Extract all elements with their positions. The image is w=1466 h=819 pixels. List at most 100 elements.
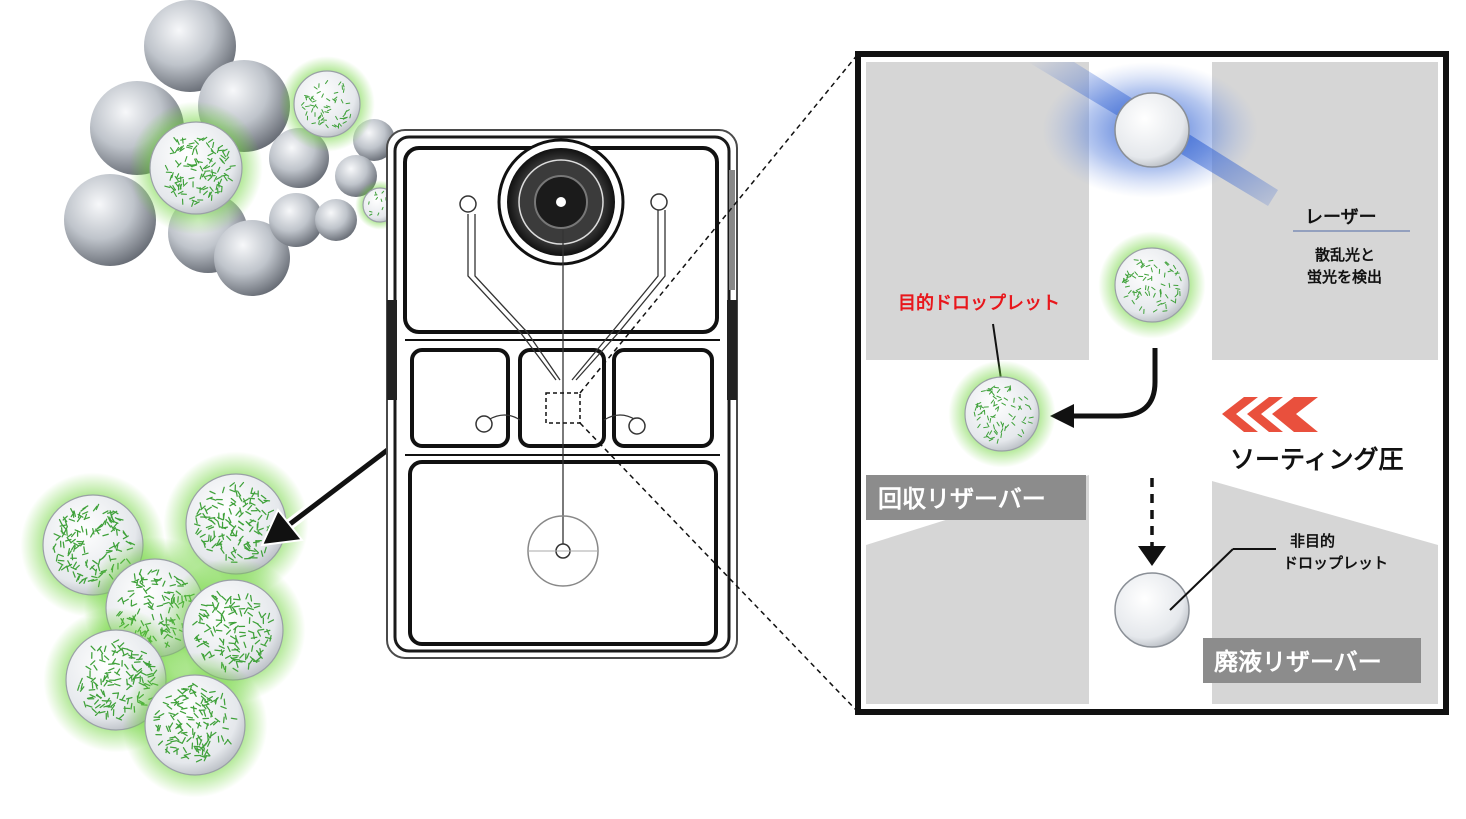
bacteria-mark — [1123, 295, 1129, 298]
bacteria-mark — [177, 146, 183, 152]
target-cell — [163, 451, 309, 597]
bacteria-mark — [377, 212, 380, 216]
bacteria-mark — [990, 399, 995, 404]
bacteria-mark — [1017, 434, 1023, 438]
bacteria-mark — [1028, 416, 1034, 419]
bacteria-mark — [301, 106, 306, 110]
bacteria-mark — [86, 696, 94, 699]
bacteria-mark — [209, 731, 213, 739]
bacteria-mark — [317, 114, 322, 119]
bacteria-mark — [90, 531, 94, 538]
bacteria-mark — [233, 598, 240, 601]
bacteria-mark — [194, 139, 199, 145]
bacteria-mark — [1160, 288, 1162, 294]
bacteria-mark — [177, 689, 183, 695]
bacteria-mark — [204, 628, 211, 633]
bacteria-mark — [211, 595, 217, 601]
bacteria-mark — [314, 104, 319, 109]
bacteria-mark — [1142, 276, 1147, 281]
bacteria-mark — [235, 635, 238, 642]
bacteria-mark — [325, 80, 329, 85]
bacteria-mark — [95, 694, 103, 699]
bacteria-mark — [261, 612, 267, 619]
bacteria-mark — [182, 182, 188, 187]
bacteria-mark — [977, 412, 983, 416]
bacteria-mark — [1001, 422, 1005, 428]
bacteria-mark — [204, 165, 211, 170]
bacteria-mark — [220, 174, 228, 177]
bacteria-mark — [57, 561, 64, 566]
bacteria-mark — [260, 494, 267, 500]
bacteria-mark — [165, 746, 168, 754]
bacteria-mark — [182, 747, 187, 754]
bacteria-mark — [218, 534, 225, 538]
bacteria-mark — [74, 529, 81, 533]
bacteria-mark — [209, 497, 217, 501]
bacteria-mark — [1145, 264, 1151, 268]
bacteria-mark — [231, 606, 237, 612]
bacteria-mark — [58, 518, 63, 526]
bacteria-mark — [147, 602, 153, 608]
bacteria-mark — [61, 531, 66, 538]
bacteria-mark — [94, 703, 101, 709]
bacteria-mark — [186, 146, 193, 149]
bacteria-mark — [202, 136, 208, 142]
bacteria-mark — [1139, 306, 1143, 311]
bacteria-mark — [199, 533, 206, 538]
bacteria-mark — [111, 510, 118, 516]
sort-arrow-icon — [1050, 348, 1158, 428]
bacteria-mark — [221, 595, 227, 601]
bacteria-mark — [201, 743, 206, 750]
bacteria-mark — [263, 546, 267, 554]
bacteria-mark — [62, 516, 68, 523]
bacteria-mark — [200, 695, 207, 701]
bacteria-mark — [1004, 386, 1010, 389]
droplet-sphere — [269, 193, 323, 247]
stream-target-cells — [129, 56, 405, 235]
bacteria-mark — [122, 530, 127, 537]
droplet-in-laser — [1114, 92, 1190, 168]
bacteria-mark — [108, 545, 115, 550]
bacteria-mark — [238, 520, 244, 526]
bacteria-mark — [148, 595, 155, 599]
bacteria-mark — [253, 605, 261, 609]
bacteria-mark — [186, 737, 192, 743]
bacteria-mark — [989, 418, 992, 424]
bacteria-mark — [191, 200, 194, 207]
bacteria-mark — [1150, 267, 1153, 273]
droplet-sphere — [315, 199, 357, 241]
bacteria-mark — [213, 517, 219, 523]
bacteria-mark — [246, 543, 251, 550]
side-well — [612, 348, 714, 448]
bacteria-mark — [169, 185, 175, 191]
bacteria-mark — [242, 498, 247, 505]
bacteria-mark — [232, 546, 237, 554]
bacteria-mark — [343, 116, 348, 119]
bacteria-mark — [68, 518, 76, 522]
bacteria-mark — [165, 695, 173, 699]
bacteria-mark — [305, 111, 308, 116]
bacteria-mark — [997, 398, 1003, 402]
bacteria-mark — [983, 426, 989, 429]
bacteria-mark — [222, 148, 228, 153]
bacteria-mark — [232, 609, 238, 615]
nontarget-droplet-label-line2: ドロップレット — [1283, 554, 1388, 572]
bacteria-mark — [111, 658, 117, 665]
bacteria-mark — [188, 142, 195, 145]
bacteria-mark — [219, 542, 223, 549]
bacteria-mark — [95, 503, 100, 511]
bacteria-mark — [1173, 264, 1177, 270]
bacteria-mark — [323, 106, 329, 109]
bacteria-mark — [1000, 421, 1004, 427]
bacteria-mark — [166, 738, 174, 742]
bacteria-mark — [335, 115, 338, 121]
bacteria-mark — [987, 388, 993, 390]
bacteria-mark — [224, 156, 230, 162]
bacteria-mark — [121, 648, 125, 656]
bacteria-mark — [1136, 292, 1140, 298]
bacteria-mark — [86, 676, 93, 680]
collected-target-cells — [20, 451, 309, 798]
bacteria-mark — [64, 538, 72, 542]
bacteria-mark — [263, 629, 271, 633]
bacteria-mark — [219, 649, 225, 656]
